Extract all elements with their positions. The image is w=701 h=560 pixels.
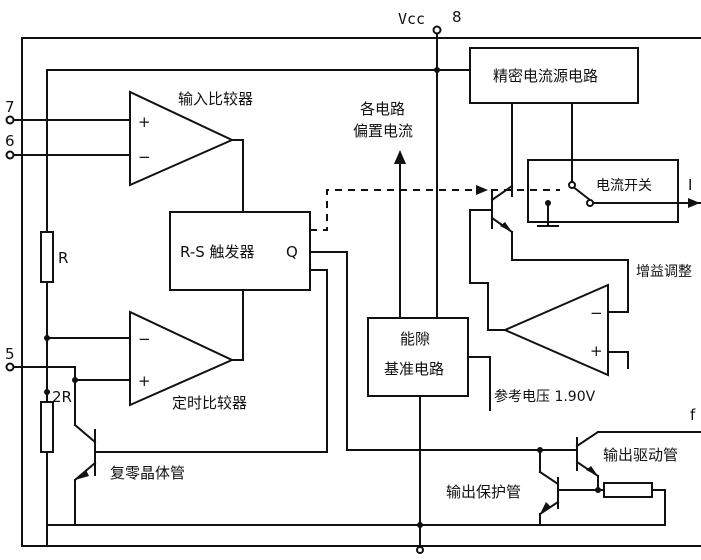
gain-minus-sign: − [590,304,603,322]
input-comparator [129,90,235,187]
bias-arrow [394,150,406,164]
output-protect-label: 输出保护管 [446,483,521,501]
source-emitter-arrow [500,222,512,232]
gain-adjust-label: 增益调整 [636,264,692,280]
gain-plus-sign: + [590,342,603,360]
bias-label-line1: 各电路 [360,100,405,118]
switch-control-dashed-line [310,189,560,231]
pin-7-label: 7 [5,98,15,116]
driver-emitter-arrow [586,466,598,476]
input-comparator-label: 输入比较器 [178,90,253,108]
timing-minus-sign: − [138,330,151,348]
bandgap-label-line2: 基准电路 [384,360,444,378]
pin-8-label: 8 [452,8,462,26]
emitter-resistor [603,482,653,498]
input-minus-sign: − [138,148,151,166]
junction-ground-bottom [417,522,423,528]
input-plus-sign: + [138,113,151,131]
junction-divider-node [44,335,50,341]
switch-right-contact [586,199,594,207]
pin-5-terminal [5,362,15,372]
bottom-pin-terminal [416,546,424,554]
pin-6-label: 6 [5,132,15,150]
pin-6-terminal [5,150,15,160]
gain-amplifier [502,283,609,377]
current-output-label: I [688,176,692,194]
junction-protect-collector [537,447,543,453]
vcc-label: Vcc [398,10,425,28]
junction-vcc-top [434,67,440,73]
timing-comparator [129,310,235,407]
resistor-2r-label: 2R [52,388,72,406]
junction-emitter-node [595,487,601,493]
resistor-r-label: R [58,249,68,267]
protect-collector [538,470,560,486]
protect-emitter-arrow [540,502,551,514]
timing-comparator-label: 定时比较器 [172,394,247,412]
output-driver-label: 输出驱动管 [603,446,678,464]
current-switch-box [527,159,679,223]
pin-7-terminal [5,115,15,125]
rs-flipflop-label: R-S 触发器 [180,243,255,261]
junction-switch-ground [545,200,551,206]
switch-control-arrow [476,185,488,195]
pin-8-terminal [432,25,442,35]
bandgap-label-line1: 能隙 [400,330,430,348]
bias-label-line2: 偏置电流 [353,122,413,140]
reset-transistor-label: 复零晶体管 [110,464,185,482]
pin-5-label: 5 [5,345,15,363]
current-switch-label: 电流开关 [596,178,652,194]
precision-current-source-box [469,47,639,104]
reset-transistor-collector [73,423,97,444]
source-transistor-collector [490,184,514,202]
reference-voltage-label: 参考电压 1.90V [494,388,596,405]
precision-current-source-label: 精密电流源电路 [493,67,598,85]
resistor-r [40,231,54,283]
timing-plus-sign: + [138,372,151,390]
junction-pin5 [72,377,78,383]
resistor-2r [40,401,54,453]
switch-left-contact [568,181,576,189]
driver-collector [575,430,600,448]
switch-arm [570,184,592,202]
chip-frame [21,37,701,547]
rs-q-label: Q [286,243,298,261]
fo-label: f [690,406,696,424]
current-output-arrow [688,198,700,208]
junction-2r-node [44,389,50,395]
reset-emitter-arrow [75,470,89,480]
